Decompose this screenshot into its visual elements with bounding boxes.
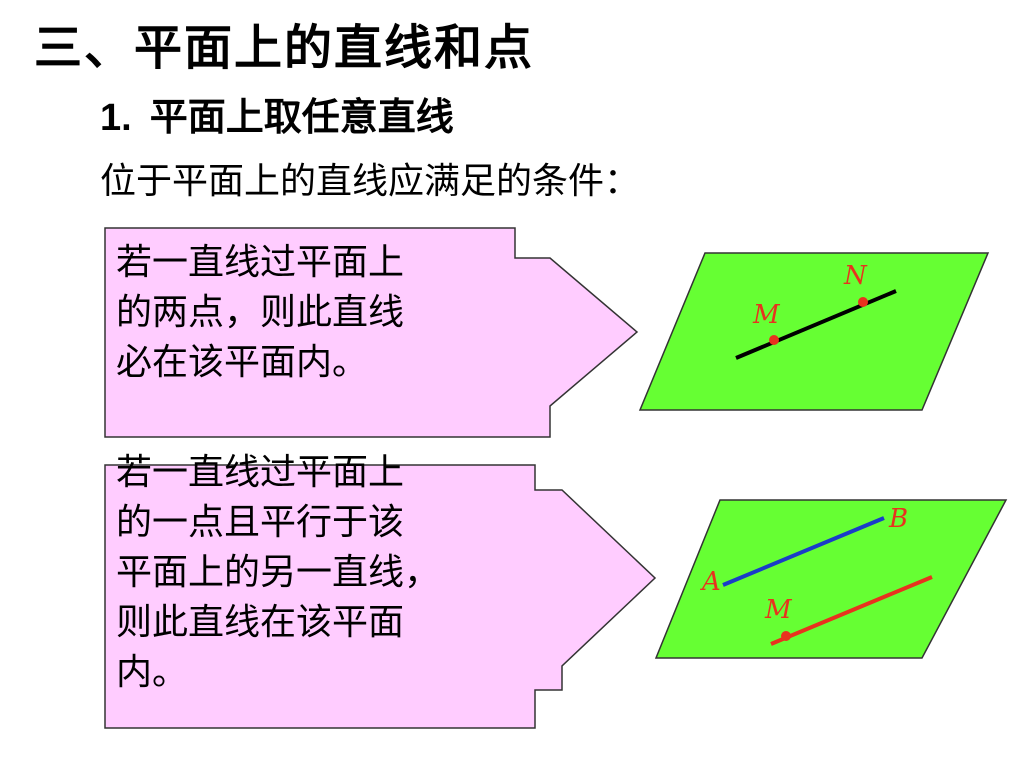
label-n: N	[843, 261, 868, 291]
line-through-m	[770, 575, 933, 646]
section-title: 平面上取任意直线	[149, 95, 454, 139]
line-ab	[722, 516, 885, 587]
point-n	[858, 297, 868, 307]
section-number: 1.	[100, 97, 132, 139]
plane	[638, 252, 990, 411]
label-m: M	[764, 595, 793, 625]
diagram-plane-two-points: M N	[638, 252, 990, 411]
line-mn	[735, 289, 897, 360]
plane	[654, 499, 1008, 659]
point-m	[781, 631, 791, 641]
label-a: A	[700, 567, 721, 597]
point-m	[769, 335, 779, 345]
condition-2-text: 若一直线过平面上 的一点且平行于该 平面上的另一直线， 则此直线在该平面 内。	[116, 452, 441, 693]
page-title: 三、平面上的直线和点	[34, 20, 535, 76]
label-m: M	[752, 300, 781, 330]
label-b: B	[888, 504, 908, 534]
condition-2-callout	[104, 464, 657, 729]
section-heading: 1. 平面上取任意直线	[100, 86, 454, 141]
condition-1-callout	[104, 227, 639, 438]
intro-text: 位于平面上的直线应满足的条件：	[100, 161, 641, 202]
condition-1-text: 若一直线过平面上 的两点，则此直线 必在该平面内。	[116, 242, 405, 383]
diagram-plane-parallel-lines: A B M	[654, 499, 1008, 659]
